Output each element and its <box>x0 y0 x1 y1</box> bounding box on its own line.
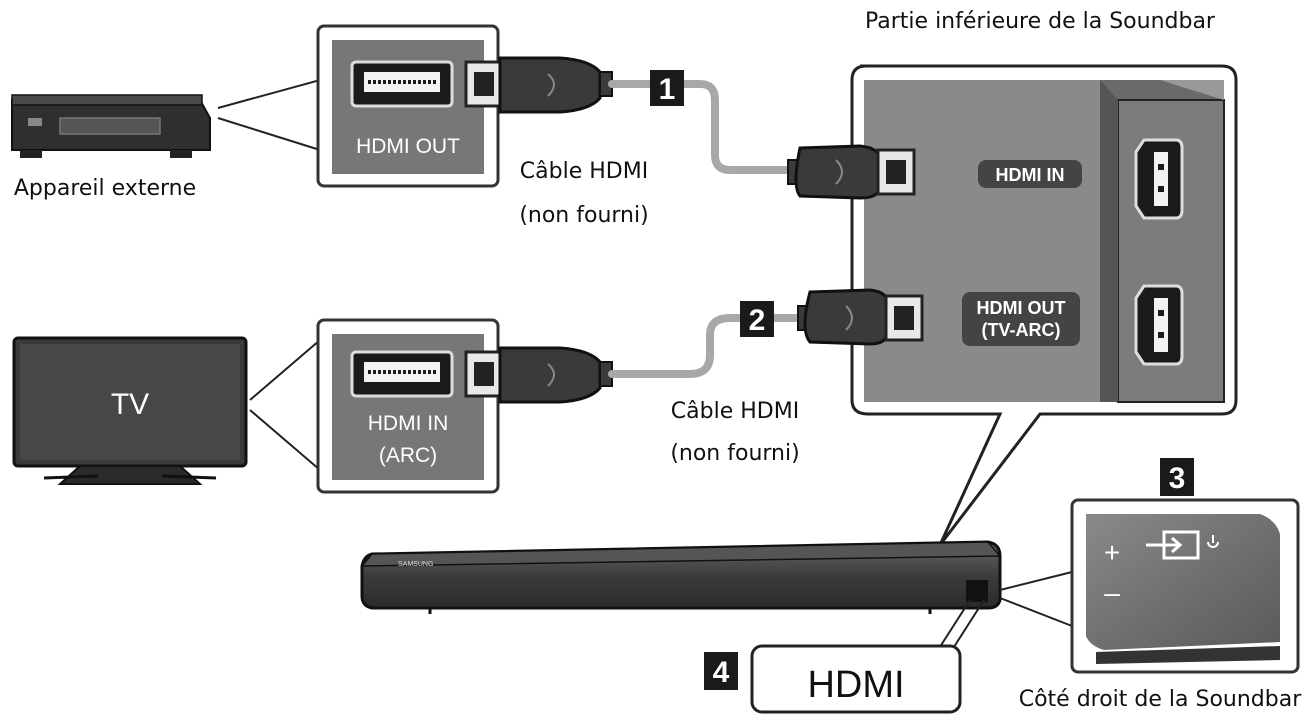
hdmi-plug-icon <box>787 144 916 200</box>
tv-screen-label: TV <box>111 388 149 421</box>
tv-icon <box>12 336 248 485</box>
callout-line <box>999 571 1073 591</box>
external-device-icon <box>11 94 211 158</box>
hdmi-port-marker <box>966 580 988 602</box>
hdmi-display-text: HDMI <box>807 664 904 706</box>
callout-line <box>937 599 971 651</box>
cable-2-label: Câble HDMI <box>671 399 799 424</box>
volume-plus-icon: + <box>1104 537 1120 568</box>
soundbar-right-side-label: Côté droit de la Soundbar <box>1019 687 1302 712</box>
cable-2-note: (non fourni) <box>670 441 799 466</box>
device-port-label: HDMI OUT <box>356 135 460 158</box>
step-3-number: 3 <box>1169 462 1186 495</box>
soundbar-side-panel <box>1070 498 1300 674</box>
soundbar-hdmi-in-label: HDMI IN <box>996 165 1065 185</box>
source-input-icon <box>1146 530 1200 560</box>
cable-1-note: (non fourni) <box>519 203 648 228</box>
hdmi-port-icon <box>350 60 454 108</box>
step-1-number: 1 <box>659 73 676 106</box>
soundbar-hdmi-out-socket <box>1134 284 1184 366</box>
volume-minus-icon: – <box>1104 577 1120 608</box>
step-2-number: 2 <box>749 304 766 337</box>
device-port-zoom <box>316 24 500 188</box>
step-2-badge: 2 <box>740 301 774 337</box>
soundbar-hdmi-out-label: HDMI OUT <box>977 298 1066 318</box>
callout-line <box>249 409 321 471</box>
step-3-badge: 3 <box>1160 458 1194 496</box>
tv-port-label: HDMI IN <box>368 412 449 435</box>
hdmi-plug-icon <box>464 56 613 114</box>
callout-line <box>999 597 1073 627</box>
callout-line <box>249 339 321 401</box>
hdmi-display-box <box>750 644 962 714</box>
hdmi-plug-icon <box>797 288 924 346</box>
power-icon <box>1207 535 1219 548</box>
tv-port-note: (ARC) <box>379 444 437 467</box>
soundbar-hdmi-in-socket <box>1134 138 1184 220</box>
callout-line <box>217 78 321 150</box>
callout-line <box>217 117 321 151</box>
hdmi-cable-2 <box>608 314 804 378</box>
step-1-badge: 1 <box>650 70 684 106</box>
soundbar-hdmi-out-tag: HDMI OUT (TV-ARC) <box>962 292 1080 346</box>
brand-mark: SAMSUNG <box>398 561 433 568</box>
soundbar-icon <box>360 540 1002 614</box>
hdmi-port-icon <box>350 350 454 398</box>
cable-1-label: Câble HDMI <box>520 159 648 184</box>
soundbar-bottom-label: Partie inférieure de la Soundbar <box>865 9 1216 34</box>
soundbar-hdmi-out-note: (TV-ARC) <box>982 320 1061 340</box>
soundbar-hdmi-in-tag: HDMI IN <box>978 160 1082 188</box>
hdmi-cable-1 <box>608 80 794 174</box>
step-4-number: 4 <box>713 656 730 689</box>
tv-port-zoom <box>316 318 500 494</box>
step-4-badge: 4 <box>704 652 738 690</box>
hdmi-plug-icon <box>464 346 613 404</box>
external-device-label: Appareil externe <box>14 176 196 201</box>
callout-line <box>951 599 985 651</box>
